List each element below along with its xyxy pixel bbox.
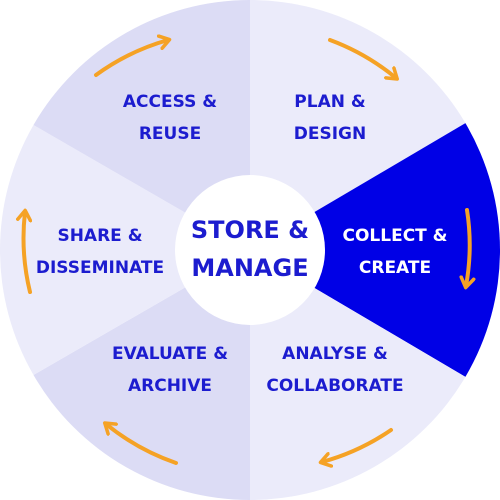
segment-collect-create — [250, 123, 500, 377]
arrow-share-to-access-icon — [24, 212, 30, 294]
segment-label-plan-design-line-1: PLAN & — [294, 92, 366, 112]
segment-label-analyse-collaborate-line-2: COLLABORATE — [266, 376, 403, 396]
segment-label-analyse-collaborate-line-1: ANALYSE & — [282, 344, 388, 364]
arrow-collect-to-analyse-icon — [466, 208, 470, 286]
segment-label-collect-create-line-2: CREATE — [359, 258, 431, 278]
cycle-arrows — [24, 40, 470, 463]
segment-label-collect-create-line-1: COLLECT & — [342, 226, 447, 246]
segment-label-evaluate-archive-line-2: ARCHIVE — [128, 376, 212, 396]
segment-label-access-reuse-line-2: REUSE — [139, 124, 201, 144]
segment-plan-design — [250, 0, 466, 250]
segment-label-share-disseminate-line-2: DISSEMINATE — [36, 258, 164, 278]
segment-analyse-collaborate — [250, 250, 466, 500]
arrow-evaluate-to-share-icon — [106, 424, 178, 465]
arrow-access-to-plan-icon — [94, 40, 168, 77]
segment-access-reuse — [33, 0, 250, 250]
center-label-line-2: MANAGE — [191, 254, 308, 282]
segment-evaluate-archive — [33, 250, 250, 500]
segment-label-access-reuse-line-1: ACCESS & — [123, 92, 217, 112]
center-hub — [175, 175, 325, 325]
segment-label-evaluate-archive-line-1: EVALUATE & — [112, 344, 228, 364]
center-label-line-1: STORE & — [191, 216, 309, 244]
segment-label-share-disseminate-line-1: SHARE & — [57, 226, 142, 246]
segment-share-disseminate — [0, 125, 250, 375]
arrow-plan-to-collect-icon — [328, 38, 396, 78]
segment-label-plan-design-line-2: DESIGN — [294, 124, 366, 144]
arrow-analyse-to-evaluate-icon — [322, 428, 393, 462]
